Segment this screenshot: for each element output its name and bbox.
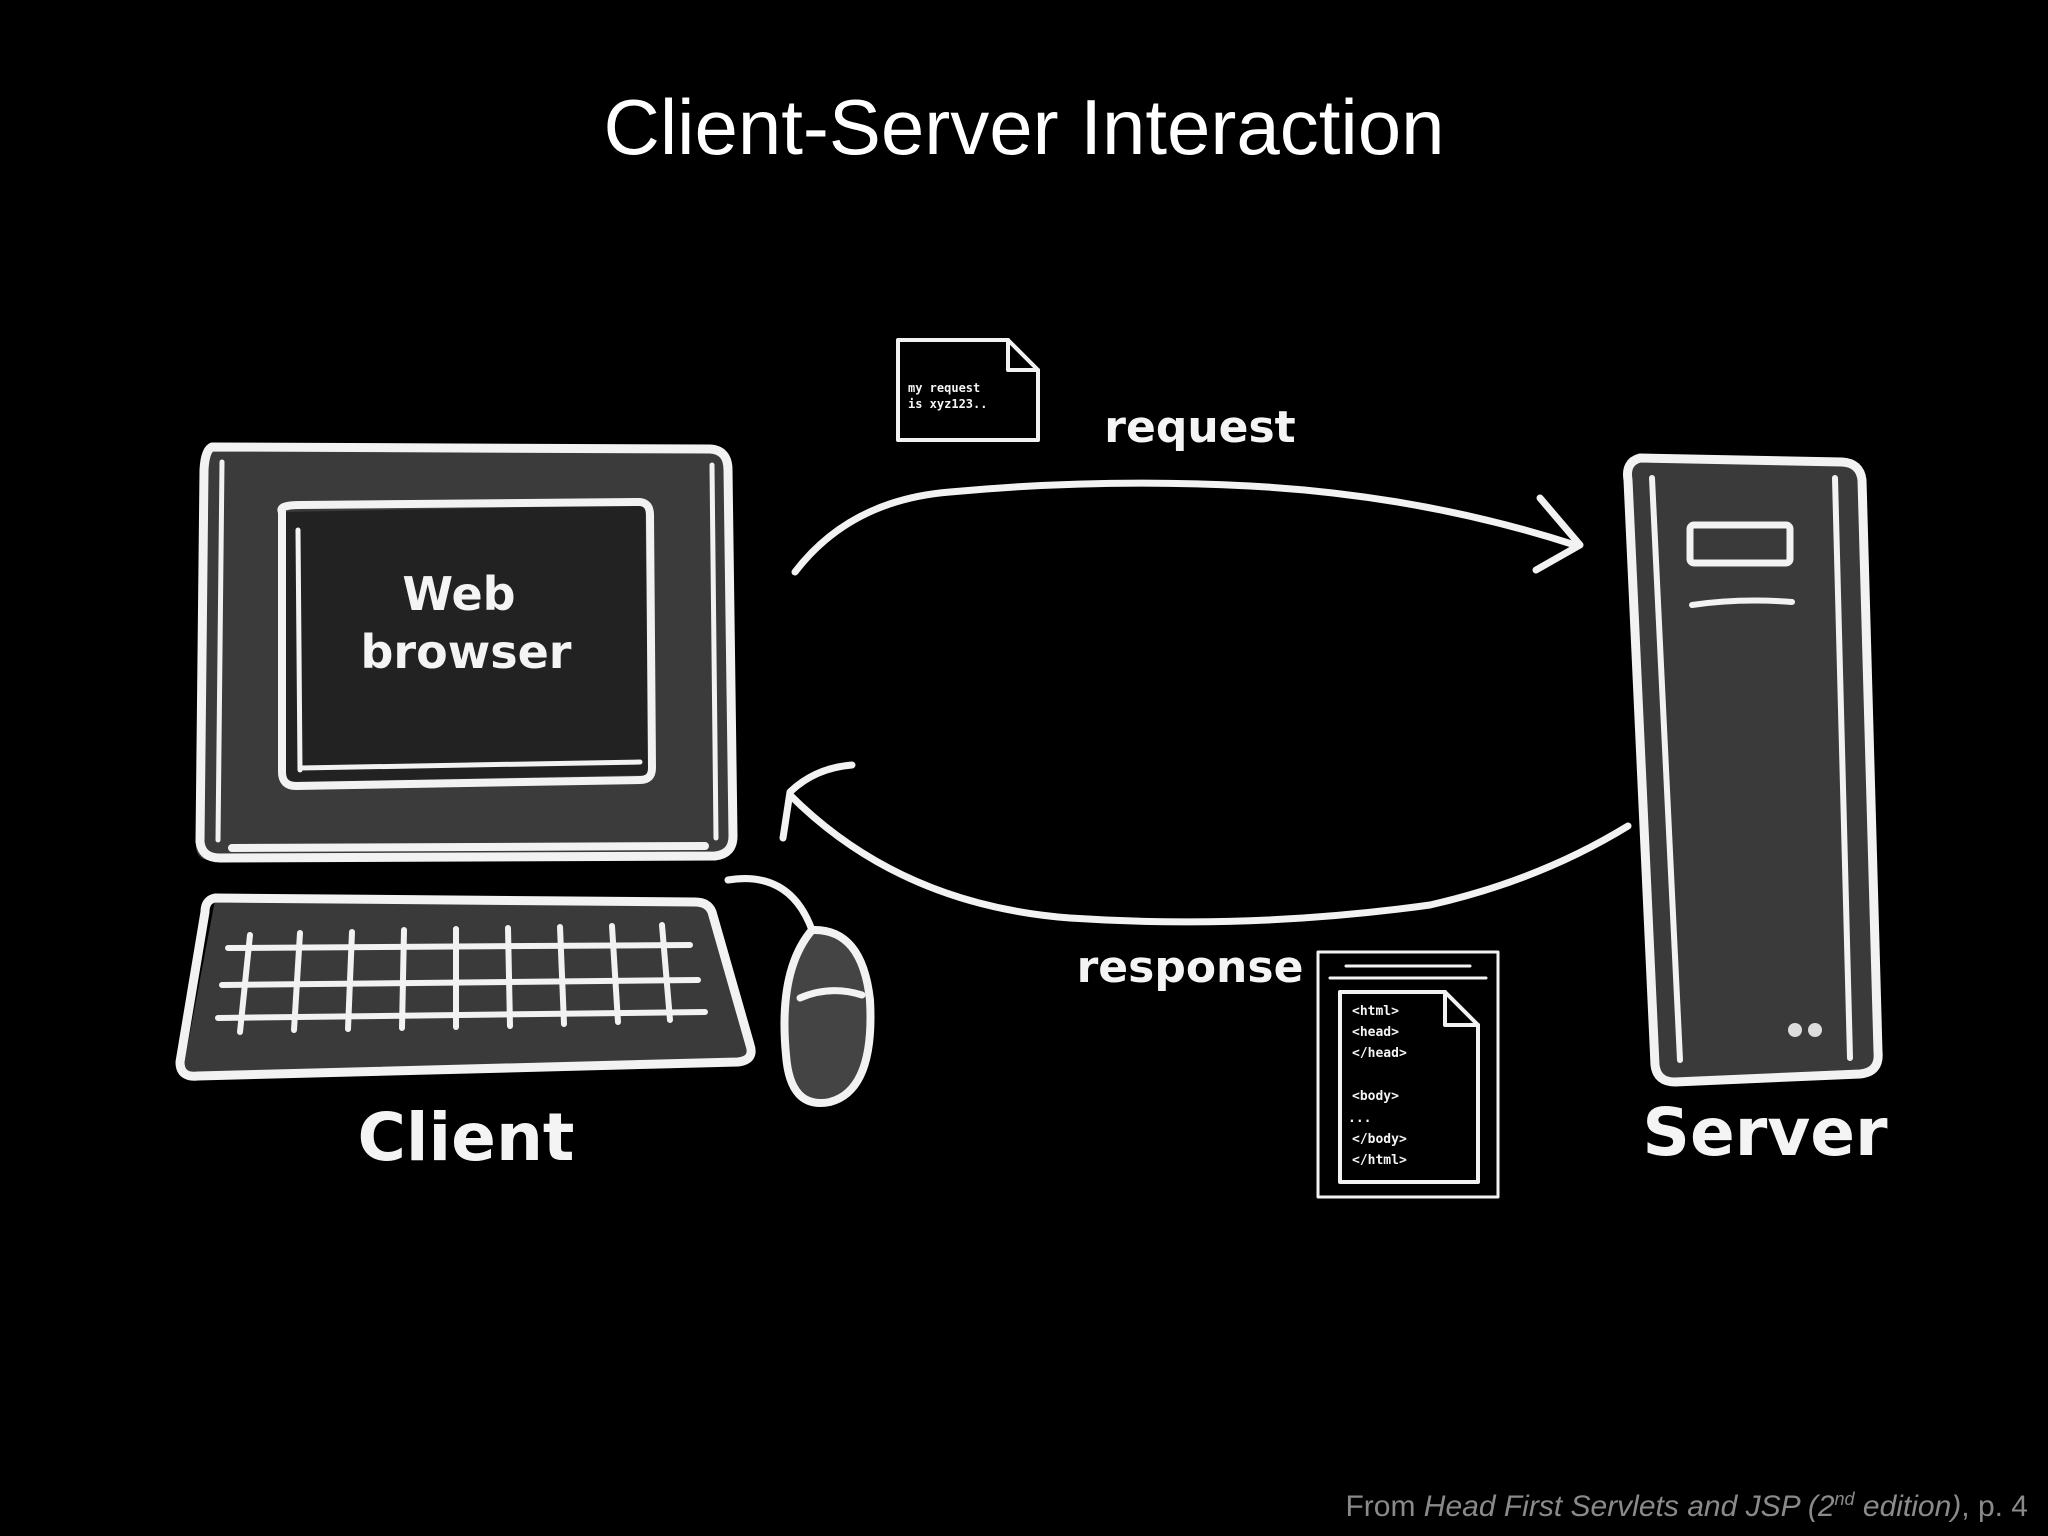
screen-label-web: Web <box>402 567 515 621</box>
request-doc-line2: is xyz123.. <box>908 397 987 411</box>
server-label: Server <box>1642 1094 1888 1171</box>
response-document-icon: <html> <head> </head> <body> ... </body>… <box>1316 950 1500 1199</box>
request-document-icon: my request is xyz123.. <box>896 338 1040 442</box>
response-label: response <box>1077 942 1304 993</box>
request-label: request <box>1104 402 1295 453</box>
response-doc-line-7: </html> <box>1352 1153 1407 1168</box>
response-doc-line-3: </head> <box>1352 1046 1407 1061</box>
screen-label-browser: browser <box>361 625 572 679</box>
citation-prefix: From <box>1345 1490 1424 1523</box>
response-doc-line-4: <body> <box>1352 1089 1399 1104</box>
response-doc-line-6: </body> <box>1352 1132 1407 1147</box>
request-arrow <box>791 479 1584 576</box>
slide-title: Client-Server Interaction <box>603 83 1445 171</box>
keyboard-icon <box>175 893 756 1081</box>
citation-book-title-text: Head First Servlets and JSP (2 <box>1423 1490 1835 1523</box>
mouse-icon <box>724 875 875 1107</box>
citation-page: , p. 4 <box>1961 1490 2028 1523</box>
citation-book-title: Head First Servlets and JSP (2nd edition… <box>1423 1489 1962 1523</box>
request-doc-line1: my request <box>908 381 980 395</box>
citation-edition-sup: nd <box>1834 1489 1855 1509</box>
response-doc-line-5: ... <box>1348 1111 1371 1126</box>
client-label: Client <box>358 1099 575 1176</box>
response-doc-line-1: <html> <box>1352 1004 1399 1019</box>
response-arrow <box>779 761 1632 926</box>
client-computer-illustration: Web browser Client <box>175 442 875 1176</box>
response-doc-line-2: <head> <box>1352 1025 1399 1040</box>
server-tower-icon <box>1623 453 1883 1087</box>
citation-edition-suffix: edition) <box>1854 1490 1962 1523</box>
source-citation: From Head First Servlets and JSP (2nd ed… <box>1345 1489 2028 1524</box>
monitor-icon <box>195 442 738 863</box>
